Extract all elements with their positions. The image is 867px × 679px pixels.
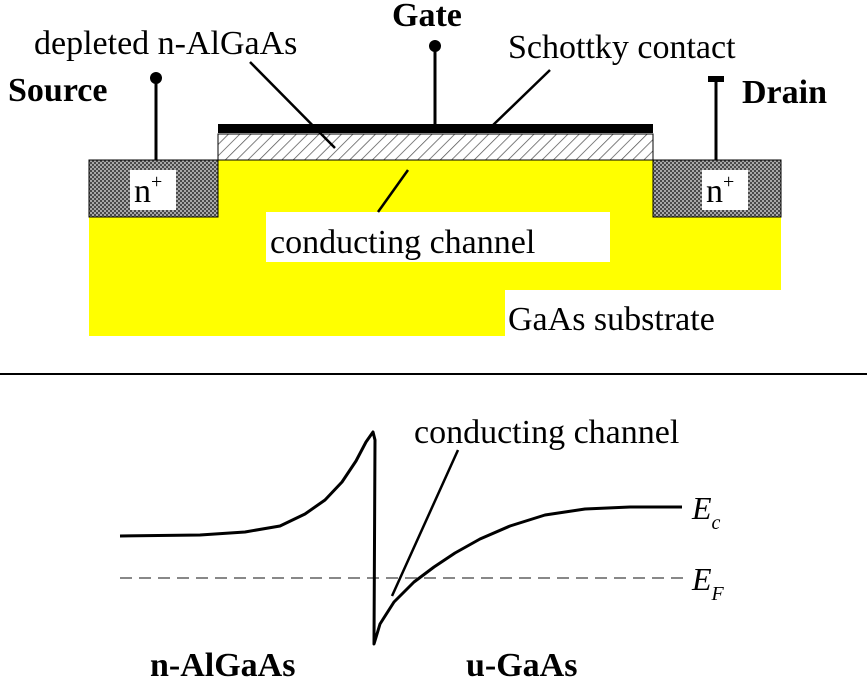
n-algaas-label: n-AlGaAs — [150, 647, 295, 679]
drain-n-plus-label: n+ — [706, 171, 734, 210]
schottky-gate-metal — [218, 124, 653, 133]
device-cross-section: n+ n+ Gate Source Drain depleted n-AlGaA… — [8, 0, 827, 338]
drain-terminal-pin — [708, 76, 724, 82]
ec-label: Ec — [691, 490, 721, 534]
gaas-substrate-label: GaAs substrate — [508, 301, 715, 338]
conduction-band-edge — [119, 430, 682, 646]
depleted-algaas-label: depleted n-AlGaAs — [34, 25, 297, 62]
drain-n-plus-label-bg — [702, 170, 748, 210]
source-terminal-pin — [150, 72, 162, 84]
gate-label: Gate — [392, 0, 462, 34]
schottky-contact-leader — [489, 69, 551, 129]
conducting-channel-label: conducting channel — [270, 224, 535, 261]
source-n-plus-label: n+ — [134, 171, 162, 210]
ef-label: EF — [691, 561, 725, 605]
source-n-plus-label-bg — [130, 170, 176, 210]
band-diagram: conducting channel Ec EF n-AlGaAs u-GaAs — [119, 414, 725, 679]
depleted-algaas-layer — [217, 133, 654, 161]
conducting-channel-leader — [376, 169, 410, 213]
u-gaas-label: u-GaAs — [466, 647, 577, 679]
depleted-algaas-leader — [249, 61, 336, 149]
band-channel-label: conducting channel — [414, 414, 679, 451]
gate-terminal-pin — [429, 40, 441, 52]
drain-label: Drain — [742, 74, 827, 111]
schottky-contact-label: Schottky contact — [508, 29, 736, 66]
gaas-substrate-label-bg — [505, 290, 781, 336]
conducting-channel-label-bg — [266, 212, 610, 262]
source-label: Source — [8, 72, 107, 109]
band-channel-leader — [390, 449, 460, 597]
